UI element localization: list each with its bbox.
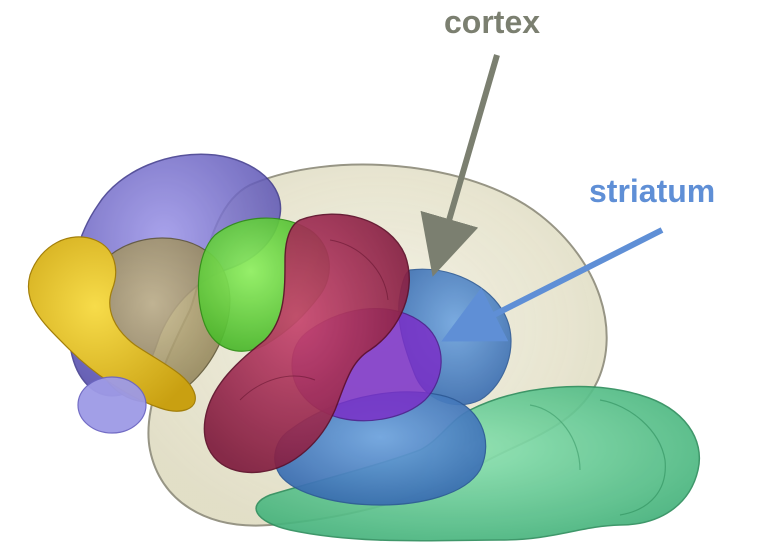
striatum-label: striatum <box>589 175 715 207</box>
cortex-label: cortex <box>444 6 540 38</box>
lavender-blob <box>78 377 146 433</box>
